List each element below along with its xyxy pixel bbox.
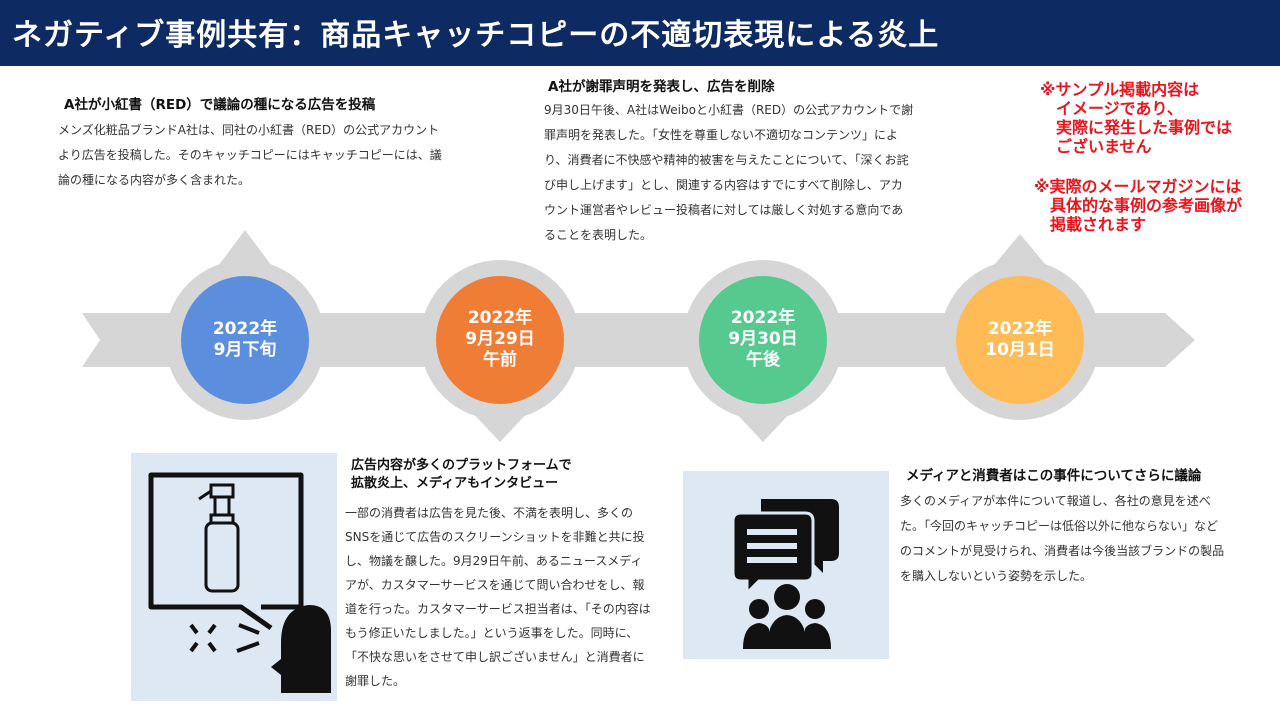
- timeline-date-2: 2022年 9月29日 午前: [465, 308, 535, 370]
- event-4-title: メディアと消費者はこの事件についてさらに議論: [906, 468, 1202, 484]
- timeline-date-4: 2022年 10月1日: [985, 319, 1055, 360]
- angry-customer-complaint-icon: [148, 472, 331, 693]
- event-4-block: メディアと消費者はこの事件についてさらに議論 多くのメディアが本件について報道し…: [900, 467, 1230, 589]
- page-title: ネガティブ事例共有：商品キャッチコピーの不適切表現による炎上: [12, 18, 940, 53]
- complaint-illustration-box: [131, 453, 337, 701]
- event-2-body: 一部の消費者は広告を見た後、不満を表明し、多くのSNSを通じて広告のスクリーンシ…: [345, 506, 651, 688]
- timeline-node-pointer-4: [990, 234, 1050, 270]
- timeline-node-circle-4: [956, 276, 1084, 404]
- timeline-node-circle-1: [181, 276, 309, 404]
- media-illustration-box: [683, 471, 889, 659]
- timeline-date-1: 2022年 9月下旬: [212, 319, 278, 360]
- event-2-block: 広告内容が多くのプラットフォームで 拡散炎上、メディアもインタビュー 一部の消費…: [345, 457, 653, 693]
- event-1-block: A社が小紅書（RED）で議論の種になる広告を投稿 メンズ化粧品ブランドA社は、同…: [58, 96, 442, 193]
- event-1-body: メンズ化粧品ブランドA社は、同社の小紅書（RED）の公式アカウントより広告を投稿…: [58, 123, 442, 187]
- timeline-node-circle-3: [699, 276, 827, 404]
- newsletter-note: ※実際のメールマガジンには 具体的な事例の参考画像が 掲載されます: [1034, 177, 1243, 234]
- timeline-date-3: 2022年 9月30日 午後: [728, 308, 798, 370]
- timeline-node-circle-2: [436, 276, 564, 404]
- timeline-node-pointer-1: [215, 230, 275, 270]
- event-2-title: 広告内容が多くのプラットフォームで 拡散炎上、メディアもインタビュー: [351, 458, 572, 491]
- event-3-body: 9月30日午後、A社はWeiboと小紅書（RED）の公式アカウントで謝罪声明を発…: [544, 103, 914, 242]
- sample-disclaimer-note: ※サンプル掲載内容は イメージであり、 実際に発生した事例では ございません: [1040, 80, 1233, 156]
- event-3-block: A社が謝罪声明を発表し、広告を削除 9月30日午後、A社はWeiboと小紅書（R…: [544, 78, 914, 248]
- event-3-title: A社が謝罪声明を発表し、広告を削除: [548, 79, 775, 95]
- timeline-arrow: [82, 313, 1195, 367]
- event-1-title: A社が小紅書（RED）で議論の種になる広告を投稿: [64, 97, 376, 113]
- header-bar: ネガティブ事例共有：商品キャッチコピーの不適切表現による炎上: [0, 0, 1280, 66]
- media-discussion-icon: [731, 499, 839, 649]
- event-4-body: 多くのメディアが本件について報道し、各社の意見を述べた。「今回のキャッチコピーは…: [900, 494, 1225, 583]
